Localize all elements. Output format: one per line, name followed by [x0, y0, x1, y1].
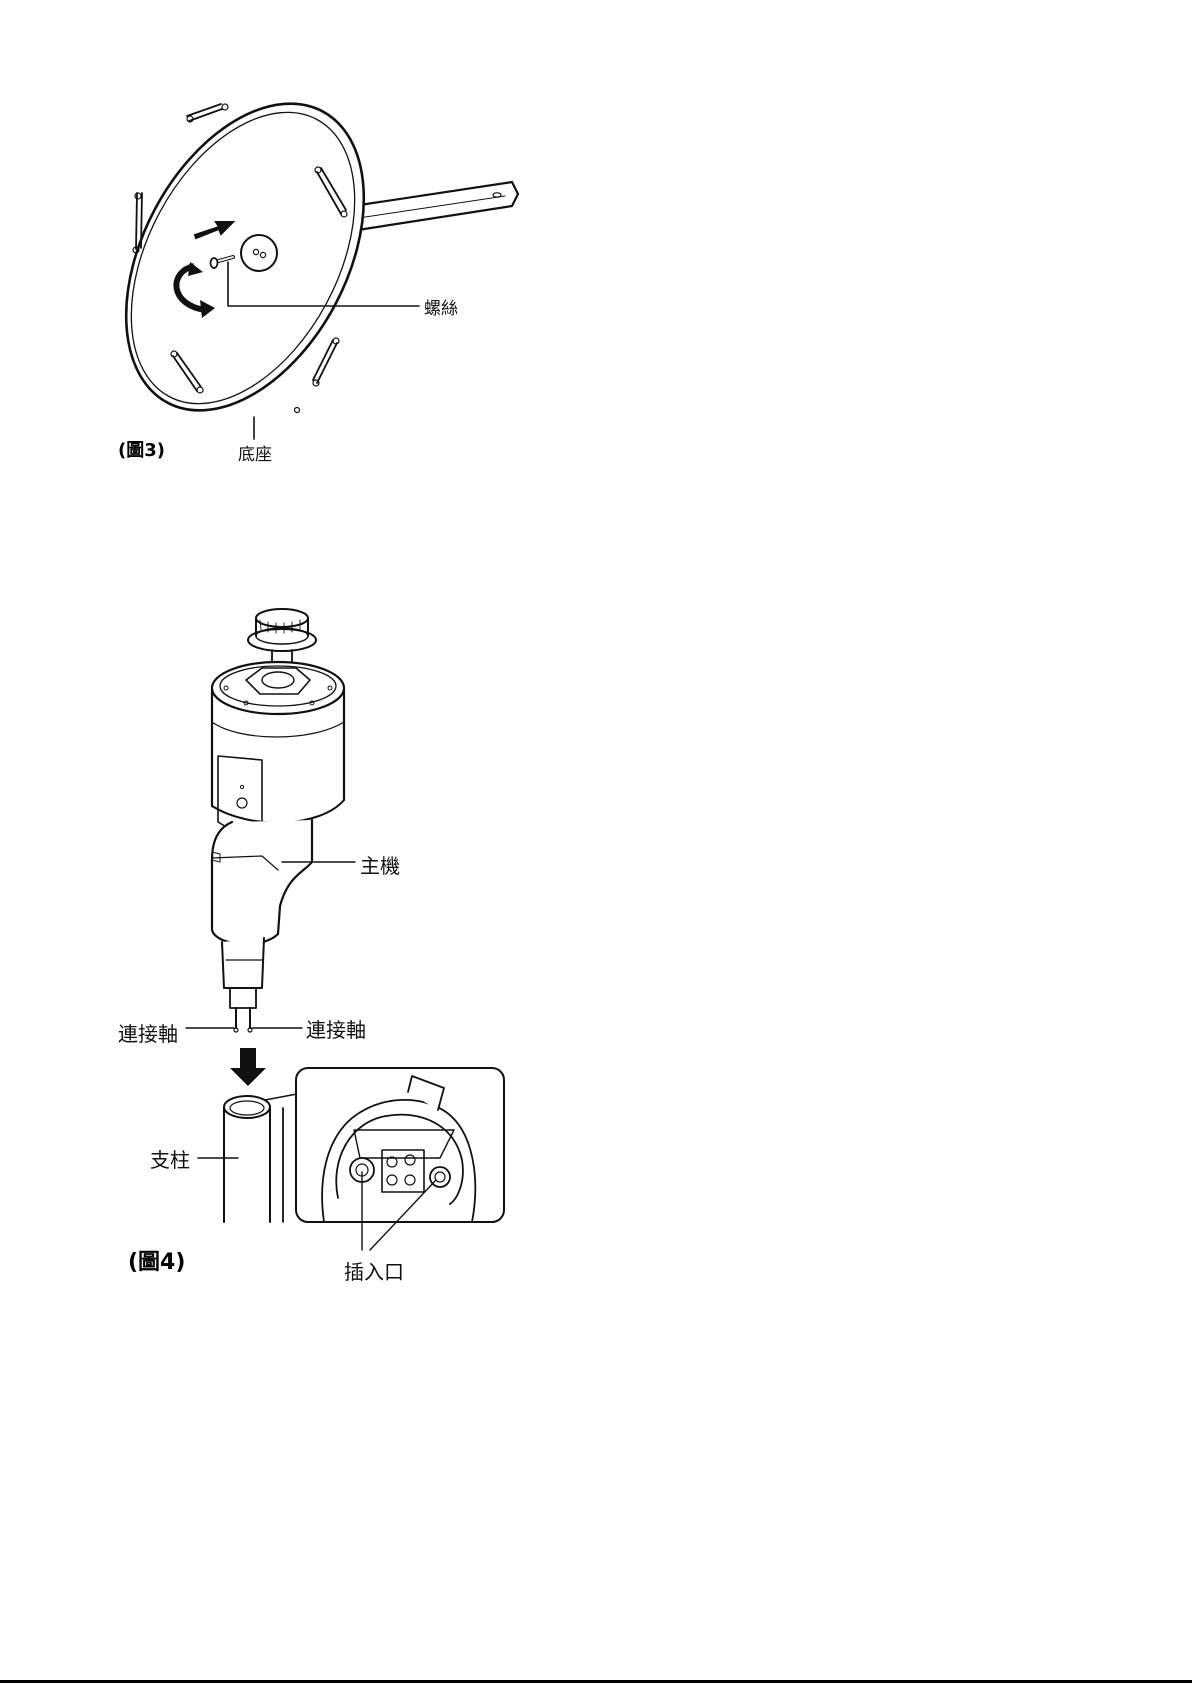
main-unit-label: 主機: [360, 850, 400, 879]
figure-3-caption: (圖3): [118, 436, 165, 462]
figure-4-caption: (圖4): [128, 1244, 185, 1276]
screw-label: 螺絲: [424, 294, 458, 319]
connector-right-label: 連接軸: [306, 1014, 366, 1043]
figure-3-base-illustration: [0, 0, 1192, 520]
page-bottom-rule: [0, 1680, 1192, 1683]
socket-label: 插入口: [344, 1256, 404, 1285]
base-label: 底座: [238, 440, 272, 465]
connector-left-label: 連接軸: [118, 1018, 178, 1047]
pole-label: 支柱: [150, 1144, 190, 1173]
